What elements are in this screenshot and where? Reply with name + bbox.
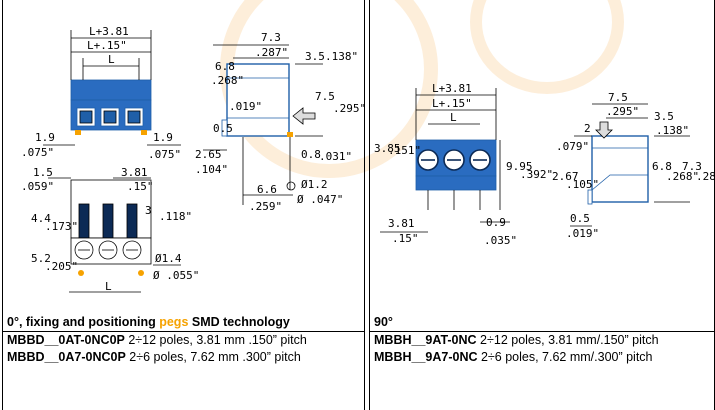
dim-118: .118" (159, 210, 192, 223)
dim-08: 0.8 (301, 148, 321, 161)
dim-15: .15" (392, 232, 419, 245)
dim-173: .173" (45, 220, 78, 233)
dim-059: .059" (21, 180, 54, 193)
dim-15in: .15" (127, 180, 154, 193)
dim-205: .205" (45, 260, 78, 273)
dim-019: .019" (229, 100, 262, 113)
dim-287: .287" (255, 46, 288, 59)
dim-o12: Ø1.2 (301, 178, 328, 191)
dim-05: 0.5 (213, 122, 233, 135)
part-row: MBBH__9A7-0NC 2÷6 poles, 7.62 mm/.300” p… (370, 349, 714, 366)
part-row: MBBD__0AT-0NC0P 2÷12 poles, 3.81 mm .150… (3, 332, 364, 349)
dim-035: .035" (484, 234, 517, 247)
dim-392: .392" (520, 168, 553, 181)
pegs-highlight: pegs (159, 315, 189, 329)
dim-381: 3.81 (388, 217, 415, 230)
dim-259: .259" (249, 200, 282, 213)
dim-l-plus-15: L+.15" (87, 39, 127, 52)
dim-o14: Ø1.4 (155, 252, 182, 265)
dim-105: .105" (566, 178, 599, 191)
dim-287: .287" (696, 170, 714, 183)
dim-267: 2.67 (552, 170, 579, 183)
dim-138: .138" (656, 124, 689, 137)
part-desc: 2÷12 poles, 3.81 mm .150” pitch (124, 333, 307, 347)
dim-44: 4.4 (31, 212, 51, 225)
caption-0-degree: 0°, fixing and positioning pegs SMD tech… (3, 314, 364, 366)
caption-90-degree: 90° MBBH__9AT-0NC 2÷12 poles, 3.81 mm/.1… (370, 314, 714, 366)
dim-35: 3.5 (654, 110, 674, 123)
dim-52: 5.2 (31, 252, 51, 265)
dim-295: .295" (333, 102, 364, 115)
dim-75: 7.5 (315, 90, 335, 103)
part-desc: 2÷6 poles, 7.62 mm .300” pitch (125, 350, 301, 364)
dim-09: 0.9 (486, 216, 506, 229)
dim-19-right: 1.9 (153, 131, 173, 144)
dim-73: 7.3 (261, 31, 281, 44)
dim-079: .079" (556, 140, 589, 153)
dim-19-left: 1.9 (35, 131, 55, 144)
dim-151: .151" (388, 144, 421, 157)
dim-66: 6.6 (257, 183, 277, 196)
dim-68: 6.8 (652, 160, 672, 173)
dim-268: .268" (211, 74, 244, 87)
dim-75: 7.5 (608, 91, 628, 104)
dim-995: 9.95 (506, 160, 533, 173)
dim-268: .268" (666, 170, 699, 183)
dim-35: 3.5 (305, 50, 325, 63)
panel-90-degree: L+3.81 L+.15" L 3.85 .151" 9.95 .392" 3.… (369, 0, 715, 410)
part-code: MBBH__9AT-0NC (374, 333, 477, 347)
dim-265: 2.65 (195, 148, 222, 161)
panel-0-degree: L+3.81 L+.15" L 1.9 .075" 1.9 .075" 7.3 … (2, 0, 365, 410)
dim-l: L (450, 111, 457, 124)
dim-2: 2 (584, 122, 591, 135)
dim-05: 0.5 (570, 212, 590, 225)
dim-l-bottom: L (105, 280, 112, 293)
part-desc: 2÷12 poles, 3.81 mm/.150” pitch (476, 333, 659, 347)
dim-3: 3 (145, 204, 152, 217)
dim-l-plus-381: L+3.81 (89, 25, 129, 38)
dim-68: 6.8 (215, 60, 235, 73)
dim-075-right: .075" (148, 148, 181, 161)
drawing-90-degree: L+3.81 L+.15" L 3.85 .151" 9.95 .392" 3.… (374, 82, 714, 247)
dim-055: Ø .055" (153, 269, 199, 282)
dim-295: .295" (606, 105, 639, 118)
dim-l: L (108, 53, 115, 66)
heading-90-degree: 90° (370, 314, 714, 332)
dim-15: 1.5 (33, 166, 53, 179)
part-row: MBBD__0A7-0NC0P 2÷6 poles, 7.62 mm .300”… (3, 349, 364, 366)
dim-l-plus-381: L+3.81 (432, 82, 472, 95)
dim-075-left: .075" (21, 146, 54, 159)
part-code: MBBD__0AT-0NC0P (7, 333, 125, 347)
dim-031: .031" (319, 150, 352, 163)
dim-73: 7.3 (682, 160, 702, 173)
dim-104: .104" (195, 163, 228, 176)
drawing-0-degree: L+3.81 L+.15" L 1.9 .075" 1.9 .075" 7.3 … (21, 25, 364, 293)
part-row: MBBH__9AT-0NC 2÷12 poles, 3.81 mm/.150” … (370, 332, 714, 349)
dim-385: 3.85 (374, 142, 401, 155)
dim-381: 3.81 (121, 166, 148, 179)
dim-047: Ø .047" (297, 193, 343, 206)
heading-0-degree: 0°, fixing and positioning pegs SMD tech… (3, 314, 364, 332)
part-code: MBBD__0A7-0NC0P (7, 350, 126, 364)
part-desc: 2÷6 poles, 7.62 mm/.300” pitch (477, 350, 653, 364)
dim-138: .138" (325, 50, 358, 63)
part-code: MBBH__9A7-0NC (374, 350, 478, 364)
dim-l-plus-15: L+.15" (432, 97, 472, 110)
dim-019: .019" (566, 227, 599, 240)
